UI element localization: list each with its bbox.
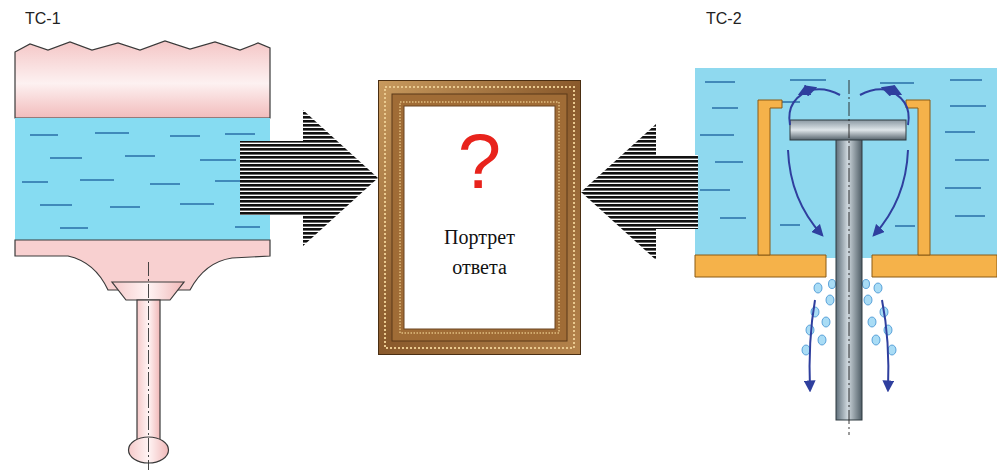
question-mark: ? xyxy=(458,122,501,200)
block-arrow xyxy=(240,110,378,246)
portrait-frame: ? Портрет ответа xyxy=(378,80,581,355)
frame-caption: Портрет ответа xyxy=(420,222,540,282)
seal-illustration xyxy=(695,68,997,435)
seal-illustration-box: ТС-2 xyxy=(698,6,988,426)
valve-illustration xyxy=(15,41,270,470)
system-label: ТС-2 xyxy=(706,9,742,28)
system-label: ТС-1 xyxy=(25,9,61,28)
block-arrow xyxy=(581,124,698,260)
valve-illustration-box: ТС-1 xyxy=(15,6,240,466)
